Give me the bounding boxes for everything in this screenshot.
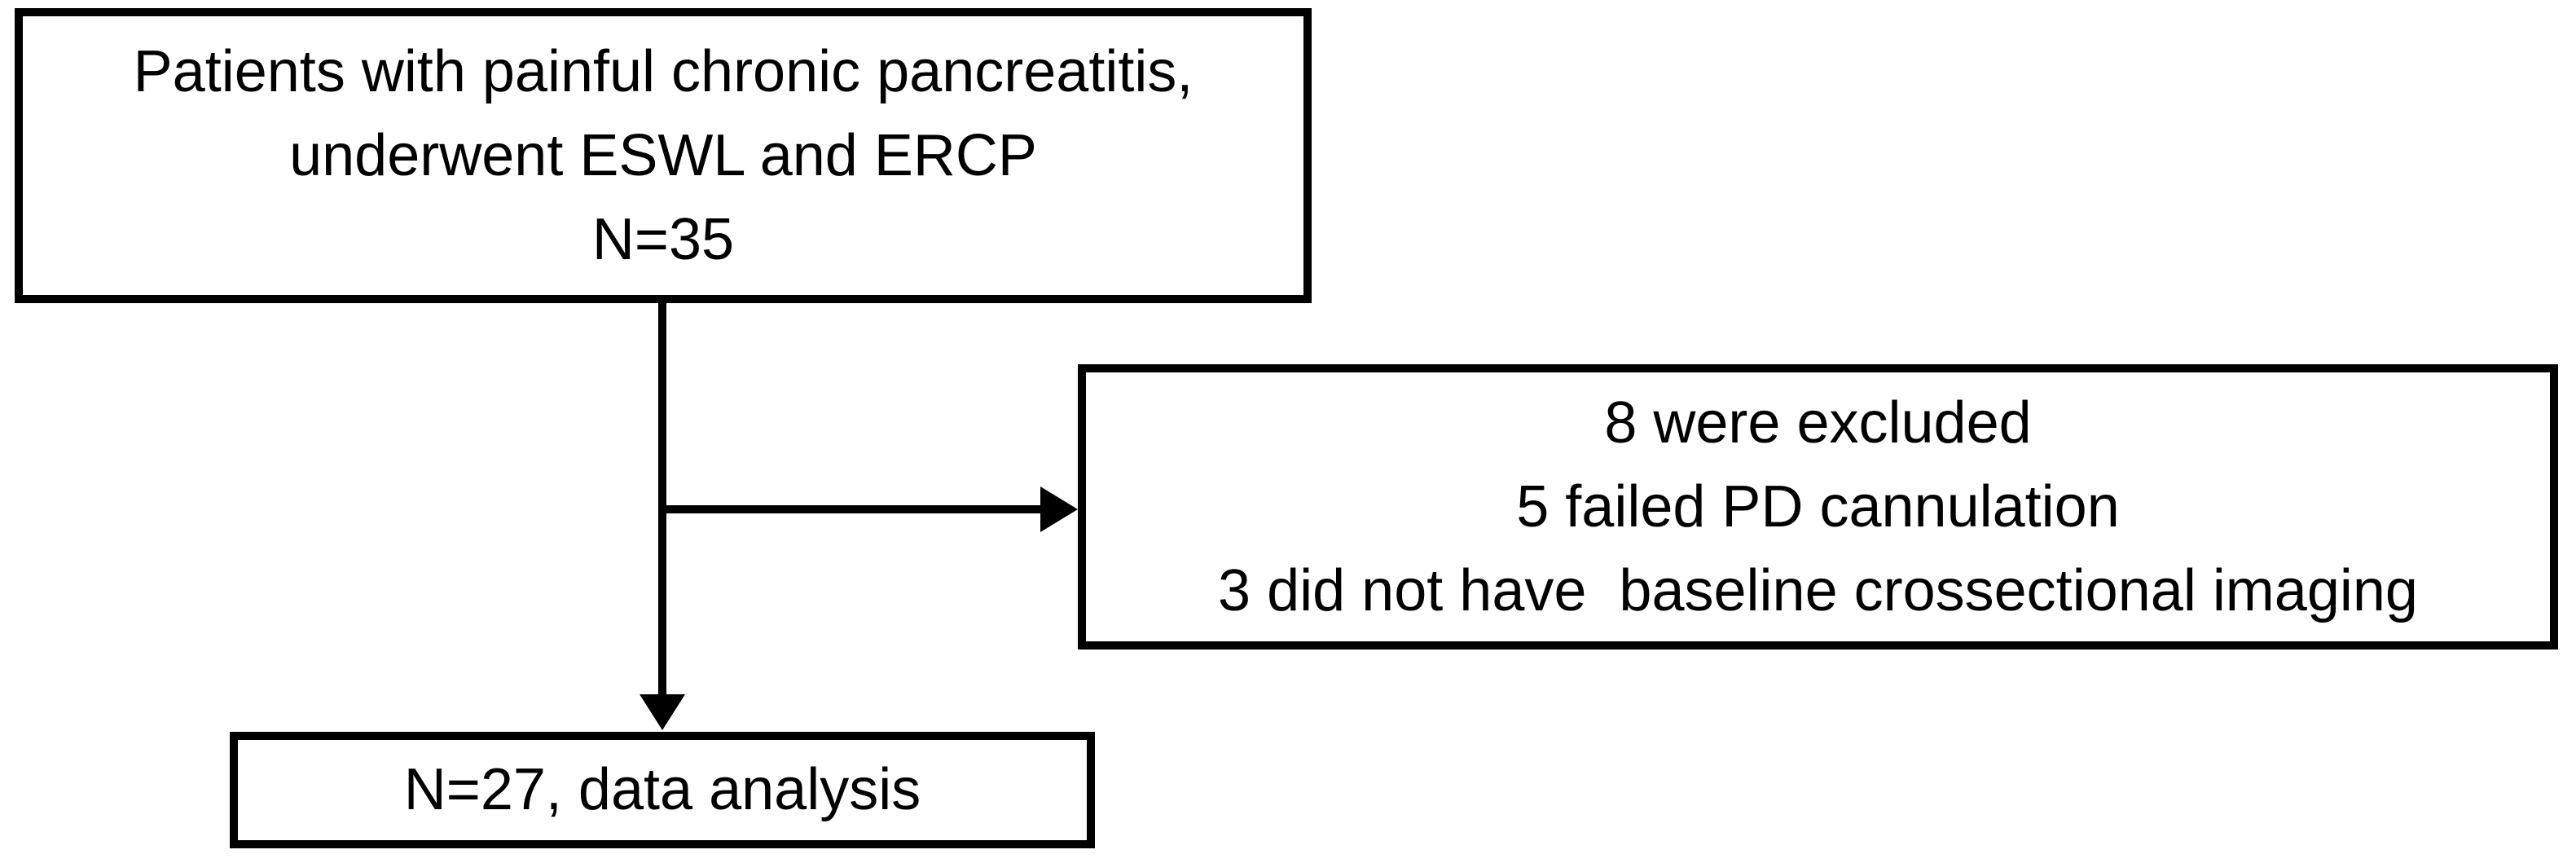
arrow-right-shaft: [662, 505, 1040, 513]
top-box: Patients with painful chronic pancreatit…: [15, 8, 1312, 303]
arrow-down-shaft: [658, 303, 666, 698]
arrowhead-down-icon: [640, 694, 685, 730]
excluded-box: 8 were excluded 5 failed PD cannulation …: [1078, 364, 2558, 649]
analysis-box-line-1: N=27, data analysis: [403, 757, 921, 822]
top-box-line-3: N=35: [591, 206, 735, 272]
top-box-line-2: underwent ESWL and ERCP: [289, 122, 1037, 188]
top-box-line-1: Patients with painful chronic pancreatit…: [133, 38, 1193, 104]
excluded-box-line-1: 8 were excluded: [1604, 390, 2032, 456]
excluded-box-line-3: 3 did not have baseline crossectional im…: [1218, 557, 2418, 623]
arrowhead-right-icon: [1040, 487, 1078, 532]
analysis-box: N=27, data analysis: [230, 732, 1095, 848]
excluded-box-line-2: 5 failed PD cannulation: [1516, 473, 2120, 539]
